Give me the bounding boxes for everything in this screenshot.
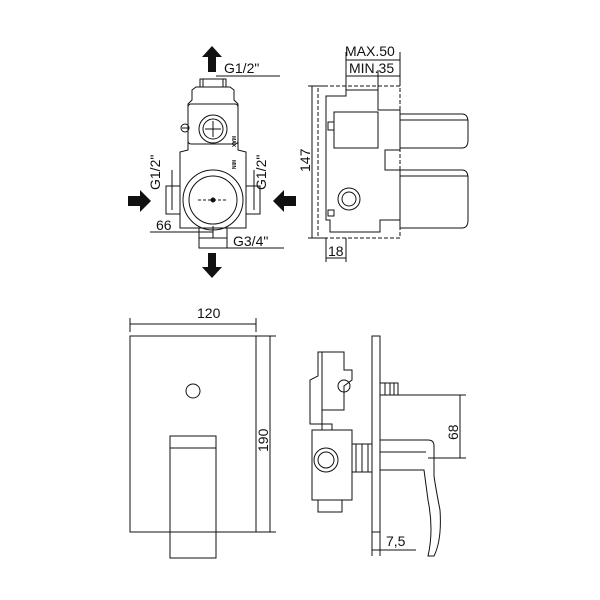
- valve-body-side: [308, 52, 469, 262]
- side-assembly: [309, 335, 466, 557]
- label-190: 190: [255, 428, 271, 452]
- label-147: 147: [297, 148, 313, 172]
- label-68: 68: [445, 424, 461, 440]
- label-min35: MIN.35: [349, 60, 394, 76]
- arrow-up-icon: [202, 46, 222, 72]
- label-g12-right: G1/2": [253, 155, 269, 190]
- arrow-down-icon: [202, 253, 222, 278]
- min-mark: MIN: [230, 160, 236, 170]
- arrow-right-icon: [128, 190, 151, 212]
- valve-body-front: MAX MIN: [128, 46, 296, 278]
- label-g12-left: G1/2": [147, 155, 163, 190]
- front-plate: [129, 318, 276, 559]
- label-g34: G3/4": [233, 233, 268, 249]
- label-g12-top: G1/2": [224, 60, 259, 76]
- label-120: 120: [197, 305, 221, 321]
- max-mark: MAX: [230, 136, 236, 148]
- label-max50: MAX.50: [345, 43, 395, 59]
- label-7-5: 7,5: [386, 533, 406, 549]
- label-66: 66: [156, 217, 172, 233]
- label-18: 18: [328, 243, 344, 259]
- arrow-left-icon: [273, 190, 296, 212]
